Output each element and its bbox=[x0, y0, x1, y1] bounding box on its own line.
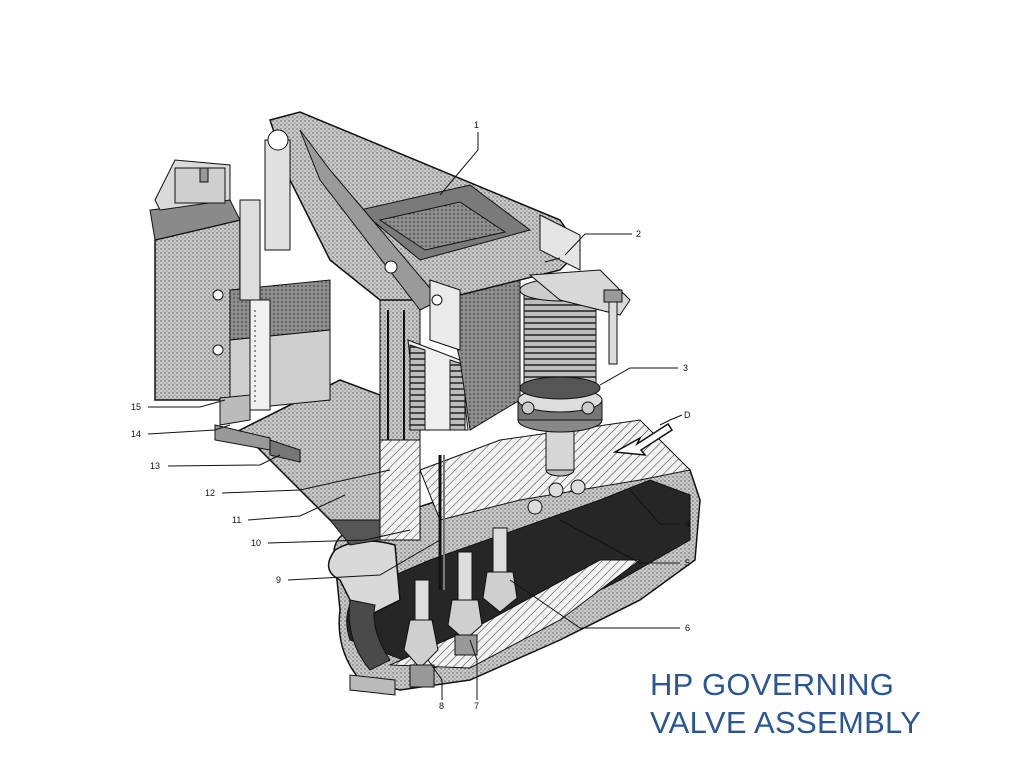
callout-3: 3 bbox=[683, 363, 688, 373]
callout-8: 8 bbox=[439, 701, 444, 711]
callout-9: 9 bbox=[276, 575, 281, 585]
servomotor-actuator bbox=[149, 129, 331, 463]
callout-14: 14 bbox=[131, 429, 141, 439]
callout-11: 11 bbox=[232, 515, 241, 525]
title-line-1: HP GOVERNING bbox=[650, 667, 895, 702]
callout-5: 5 bbox=[685, 558, 690, 568]
steam-inlet-arrow bbox=[612, 422, 674, 456]
title-line-2: VALVE ASSEMBLY bbox=[650, 705, 922, 740]
callout-1: 1 bbox=[474, 120, 479, 130]
callout-4: 4 bbox=[685, 519, 690, 529]
lever-arm bbox=[269, 111, 631, 365]
callout-13: 13 bbox=[150, 461, 160, 471]
callout-12: 12 bbox=[205, 488, 215, 498]
slide-title: HP GOVERNING VALVE ASSEMBLY bbox=[650, 666, 921, 742]
callout-7: 7 bbox=[474, 701, 479, 711]
callout-6: 6 bbox=[685, 623, 690, 633]
callout-15: 15 bbox=[131, 402, 141, 412]
callout-10: 10 bbox=[251, 538, 261, 548]
callout-leaders bbox=[147, 132, 683, 700]
callout-2: 2 bbox=[636, 229, 641, 239]
callout-d: D bbox=[684, 410, 691, 420]
callout-labels: 1 2 3 D 4 5 6 7 8 9 10 11 12 13 14 15 bbox=[131, 120, 691, 711]
valve-spindles bbox=[403, 455, 518, 688]
